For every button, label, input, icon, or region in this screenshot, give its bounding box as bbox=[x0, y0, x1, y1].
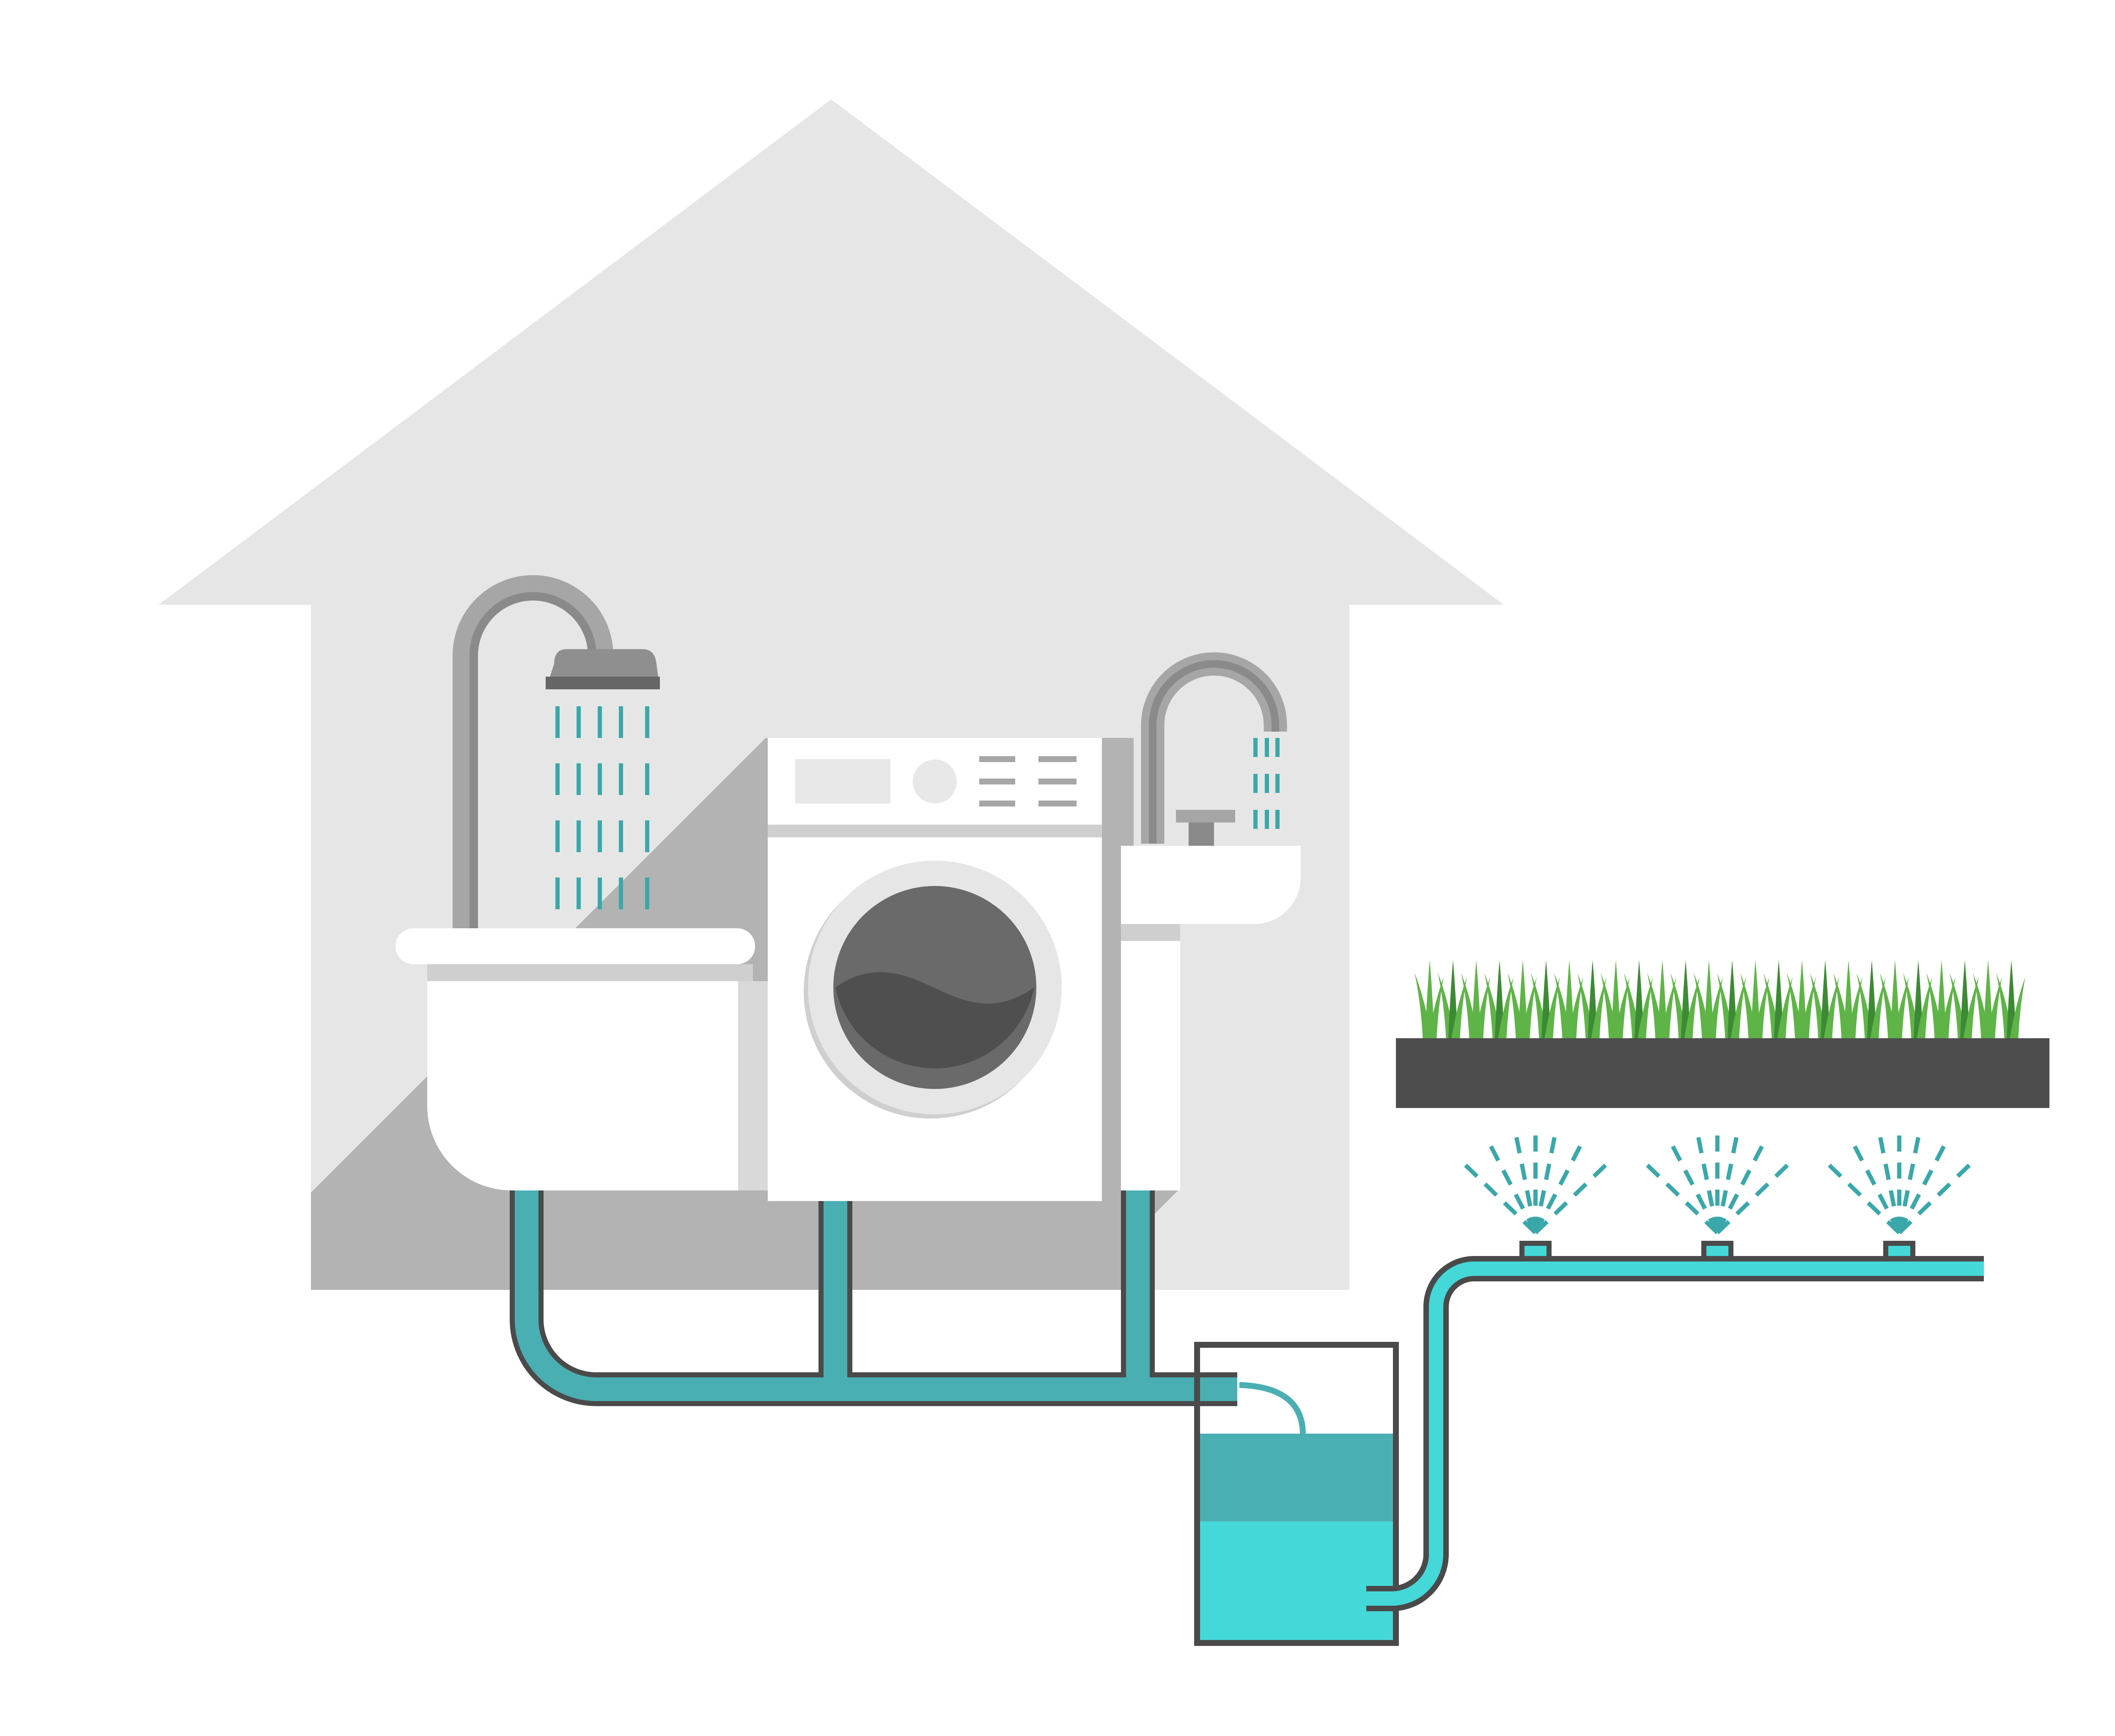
drain-pipes bbox=[510, 1190, 1306, 1438]
sprinkler-icon bbox=[1457, 1129, 1614, 1261]
tank-settled-layer bbox=[1197, 1434, 1396, 1522]
tank-clear-layer bbox=[1197, 1521, 1396, 1643]
soil-bed bbox=[1396, 1038, 2049, 1108]
tap-spray bbox=[1253, 738, 1280, 829]
sprinkler-icon bbox=[1821, 1129, 1978, 1261]
washer-buttons bbox=[979, 756, 1077, 806]
bathtub-icon bbox=[396, 928, 768, 1190]
washer-display bbox=[795, 759, 890, 804]
grass-bed-icon bbox=[1396, 960, 2049, 1108]
sink-icon bbox=[1121, 652, 1301, 1190]
shower-spray bbox=[555, 706, 649, 909]
washing-machine-icon bbox=[768, 738, 1102, 1201]
sprinkler-group bbox=[1457, 1129, 1978, 1261]
greywater-tank-icon bbox=[1194, 1342, 1399, 1646]
washer-dial bbox=[913, 760, 957, 804]
supply-pipe bbox=[1366, 1256, 1984, 1611]
shower-icon bbox=[453, 575, 660, 935]
sprinkler-icon bbox=[1639, 1129, 1796, 1261]
